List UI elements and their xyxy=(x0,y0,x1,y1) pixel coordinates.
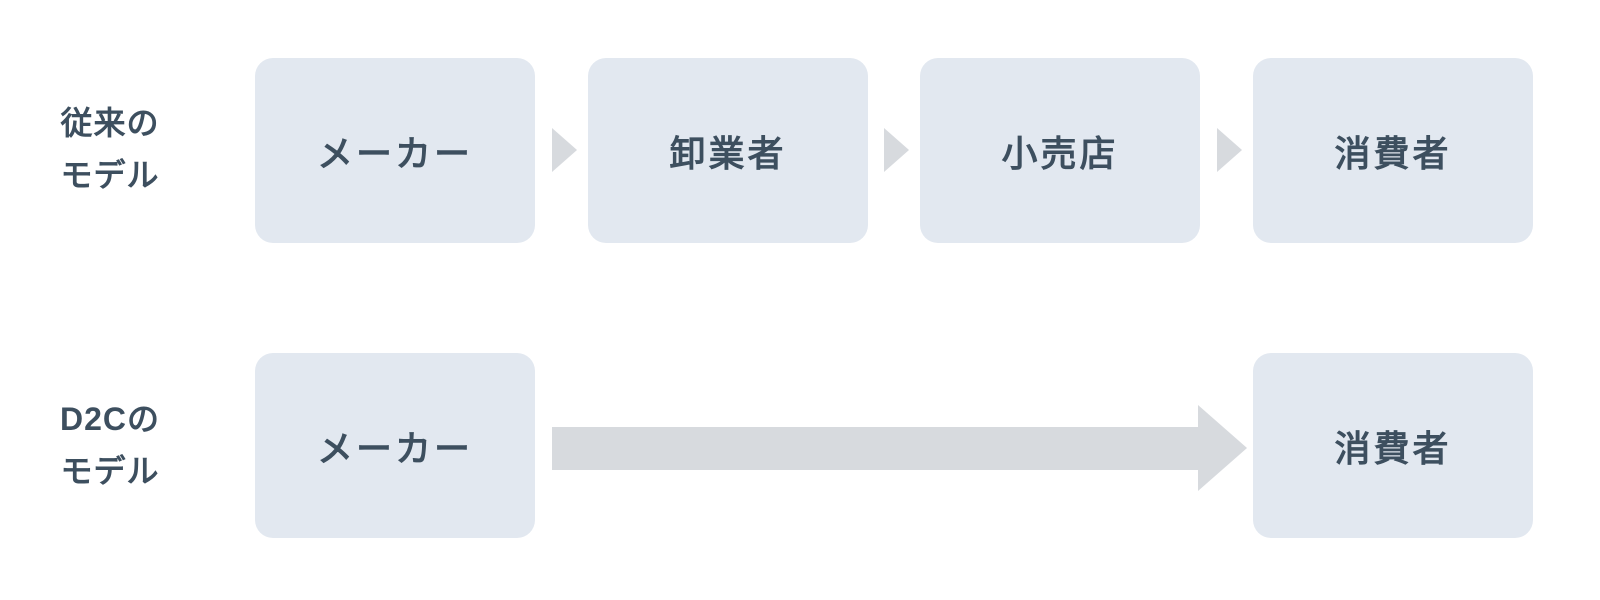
arrow-right-icon xyxy=(1217,128,1242,172)
row-label-line-2: モデル xyxy=(60,157,160,193)
row-label-line-1: 従来の xyxy=(60,105,160,141)
direct-arrow-shaft xyxy=(552,427,1198,470)
row-label-line-1: D2Cの xyxy=(59,401,161,437)
node-manufacturer-d2c: メーカー xyxy=(255,353,535,538)
node-consumer-d2c: 消費者 xyxy=(1253,353,1533,538)
node-wholesaler: 卸業者 xyxy=(588,58,868,243)
row-label-line-2: モデル xyxy=(60,453,160,489)
row-label-traditional-model: 従来の モデル xyxy=(30,97,190,201)
direct-arrow-head xyxy=(1198,405,1247,491)
node-manufacturer-traditional: メーカー xyxy=(255,58,535,243)
row-label-d2c-model: D2Cの モデル xyxy=(30,393,190,497)
node-consumer-traditional: 消費者 xyxy=(1253,58,1533,243)
arrow-right-icon xyxy=(884,128,909,172)
arrow-right-icon xyxy=(552,128,577,172)
node-retailer: 小売店 xyxy=(920,58,1200,243)
